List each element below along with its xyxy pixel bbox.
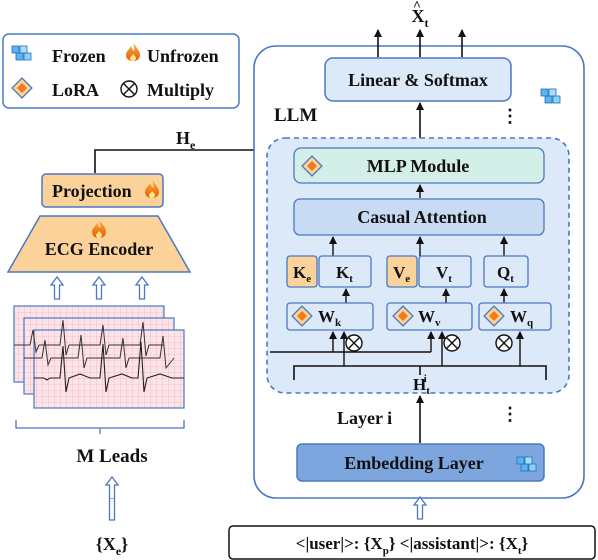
he-label: He — [176, 128, 196, 152]
qt-box — [483, 255, 529, 288]
legend-lora-label: LoRA — [52, 80, 99, 100]
mlp-module-label: MLP Module — [367, 156, 470, 176]
llm-title: LLM — [274, 105, 317, 126]
casual-attention-box — [293, 198, 545, 236]
linear-softmax-box — [324, 57, 512, 102]
wv-box — [386, 302, 473, 331]
hidden-state-label: Hti — [413, 374, 430, 397]
projection-box — [41, 173, 164, 208]
layer-i-label: Layer i — [337, 408, 392, 428]
top-dots: ⋮ — [501, 106, 519, 126]
wv-label: Wv — [418, 307, 441, 329]
prompt-box — [228, 525, 596, 560]
embedding-layer-label: Embedding Layer — [344, 453, 484, 473]
legend-frozen-label: Frozen — [52, 46, 106, 66]
projection-label: Projection — [52, 181, 132, 201]
output-hat: ^ — [413, 0, 421, 14]
lead-arrow-2 — [92, 276, 106, 300]
wk-label: Wk — [318, 307, 342, 329]
vt-box — [418, 255, 472, 288]
input-arrow — [105, 476, 119, 500]
wv-multiply-icon — [443, 334, 461, 352]
output-label: Xt — [412, 6, 429, 30]
ecg-encoder-trapezoid — [6, 215, 192, 273]
lead-arrow-3 — [135, 276, 149, 300]
circle-times-icon — [120, 80, 138, 98]
qt-label: Qt — [497, 263, 514, 285]
wk-multiply-icon — [345, 334, 363, 352]
ecg-encoder-label: ECG Encoder — [45, 239, 154, 259]
ke-label: Ke — [293, 263, 311, 285]
prompt-label: <|user|>: {Xp} <|assistant|>: {Xt} — [296, 534, 529, 557]
casual-attention-label: Casual Attention — [357, 207, 487, 227]
ecg-input-label: {Xe} — [96, 534, 129, 558]
wq-label: Wq — [510, 307, 534, 329]
kt-box — [318, 255, 372, 288]
leads-brace — [15, 420, 185, 434]
ke-box — [286, 255, 318, 288]
wk-box — [286, 302, 374, 331]
kt-label: Kt — [336, 263, 353, 285]
bottom-dots: ⋮ — [501, 404, 519, 424]
wq-multiply-icon — [495, 334, 513, 352]
legend-unfrozen-label: Unfrozen — [147, 46, 219, 66]
ve-label: Ve — [393, 263, 410, 285]
ve-box — [386, 255, 418, 288]
input-arrow-shaft — [108, 499, 116, 521]
legend-box — [2, 33, 240, 109]
mlp-module-box — [293, 147, 545, 184]
linear-softmax-label: Linear & Softmax — [348, 70, 488, 90]
ecg-lead-stack — [13, 305, 185, 409]
embedding-layer-box — [296, 443, 545, 482]
leads-label: M Leads — [76, 446, 147, 467]
prompt-input-arrow — [413, 496, 427, 520]
lead-arrow-1 — [50, 276, 64, 300]
legend-multiply-label: Multiply — [147, 80, 214, 100]
vt-label: Vt — [436, 263, 452, 285]
